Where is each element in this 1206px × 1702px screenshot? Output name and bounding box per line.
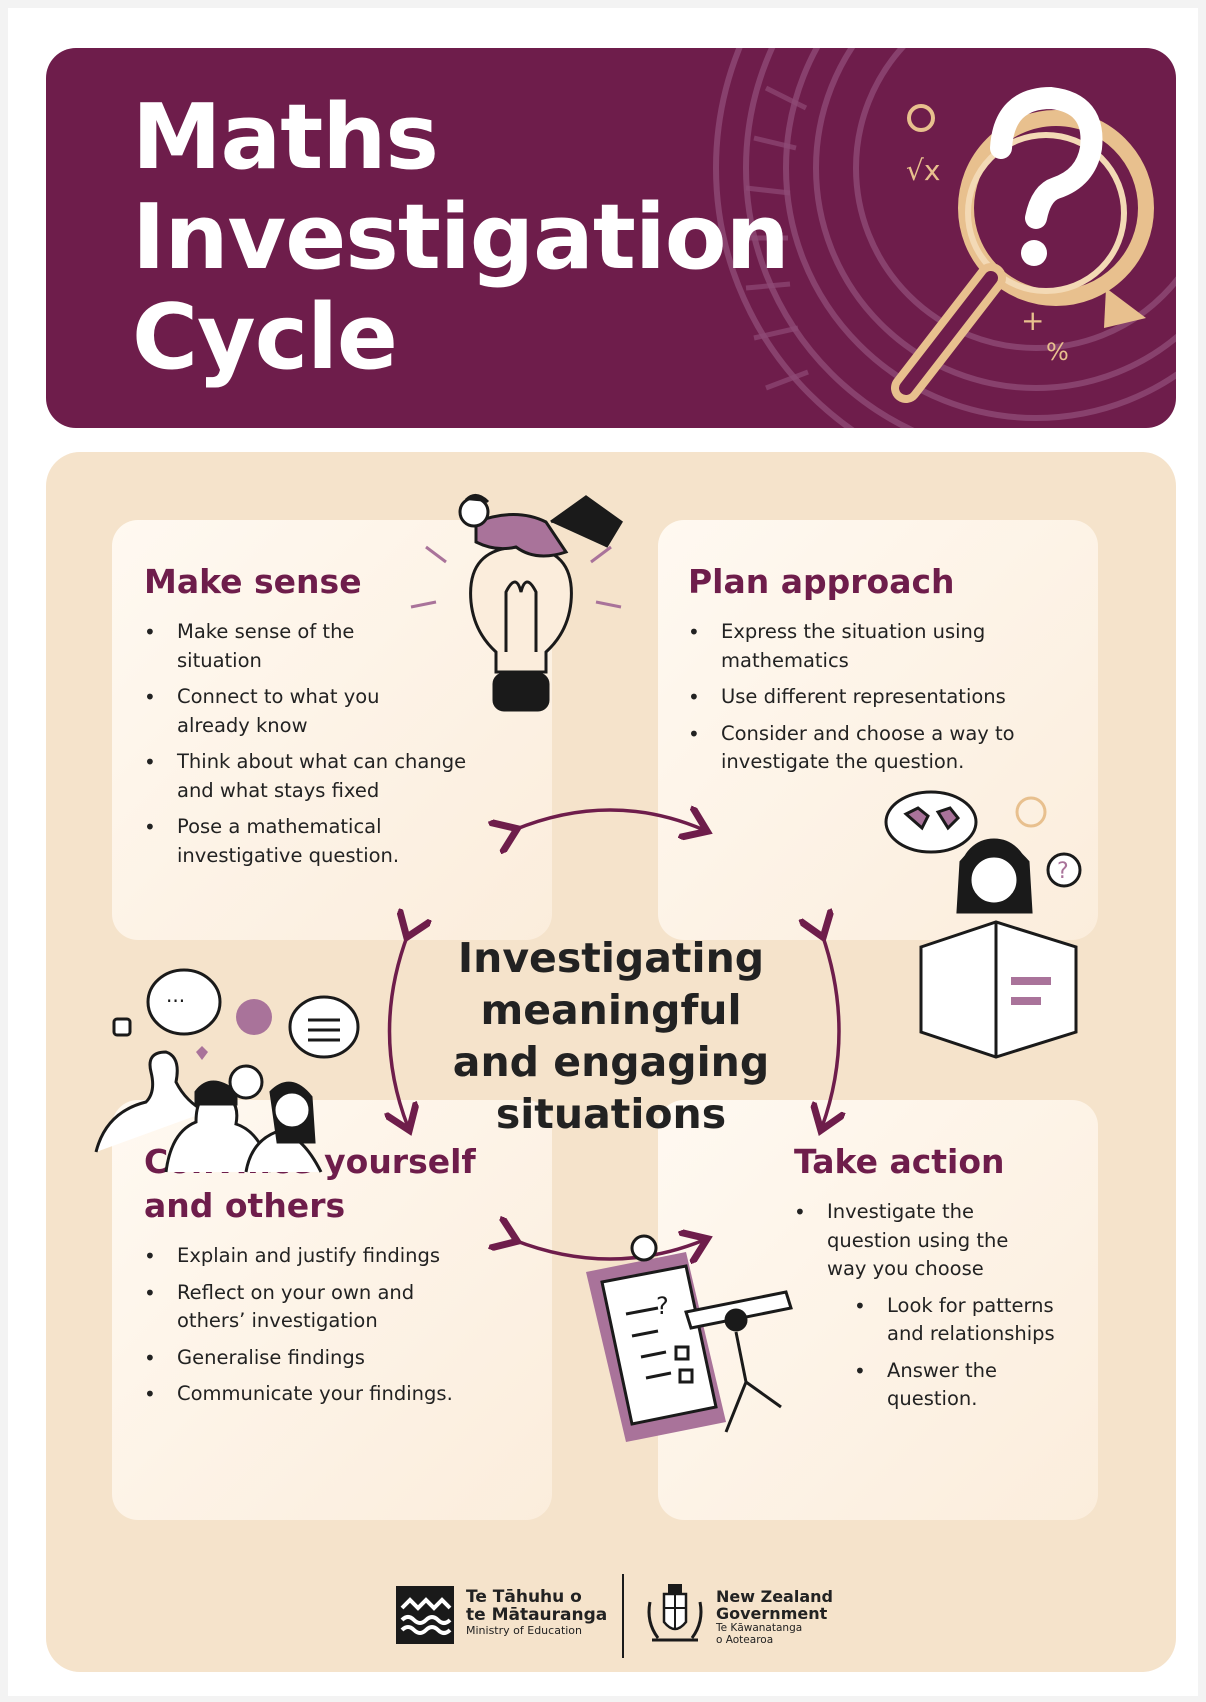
convince-heading-line-1: Convince yourself — [144, 1142, 476, 1181]
moe-english-name: Ministry of Education — [466, 1624, 583, 1637]
nzgov-name-line-1: New Zealand — [716, 1587, 833, 1606]
convince-heading: Convince yourself and others — [144, 1140, 522, 1228]
plan-approach-list: Express the situation using mathematics … — [688, 618, 1068, 777]
svg-text:%: % — [1046, 338, 1069, 366]
moe-name-line-2: te Mātauranga — [466, 1605, 608, 1625]
sub-list-item: Answer the question. — [854, 1357, 1027, 1414]
card-take-action: Take action Investigate the question usi… — [658, 1100, 1098, 1520]
centre-line-1: Investigating — [457, 934, 765, 982]
card-convince: Convince yourself and others Explain and… — [112, 1100, 552, 1520]
nzgov-maori-line-2: o Aotearoa — [716, 1634, 774, 1646]
list-item: Connect to what you already know — [144, 683, 397, 740]
list-item: Investigate the question using the way y… — [794, 1198, 1052, 1284]
centre-line-3: and engaging — [452, 1038, 770, 1086]
footer-divider — [622, 1574, 624, 1658]
magnifying-glass-icon: √x + % — [891, 86, 1154, 403]
centre-line-4: situations — [495, 1090, 727, 1138]
svg-text:···: ··· — [166, 989, 185, 1013]
make-sense-heading: Make sense — [144, 562, 362, 601]
nz-government-name: New Zealand Government Te Kāwanatanga o … — [716, 1588, 833, 1646]
list-item: Use different representations — [688, 683, 1061, 712]
list-item: Generalise findings — [144, 1344, 507, 1373]
list-item: Consider and choose a way to investigate… — [688, 720, 1061, 777]
footer-logos: Te Tāhuhu o te Mātauranga Ministry of Ed… — [396, 1574, 896, 1658]
take-action-heading: Take action — [794, 1142, 1005, 1181]
arrow-right — [822, 934, 839, 1127]
plan-approach-heading: Plan approach — [688, 562, 955, 601]
take-action-list: Investigate the question using the way y… — [794, 1198, 1078, 1414]
moe-name-line-1: Te Tāhuhu o — [466, 1587, 582, 1607]
list-item: Communicate your findings. — [144, 1380, 507, 1409]
arrow-left — [390, 934, 409, 1127]
nzgov-maori-line-1: Te Kāwanatanga — [716, 1622, 803, 1634]
card-plan-approach: Plan approach Express the situation usin… — [658, 520, 1098, 940]
make-sense-list: Make sense of the situation Connect to w… — [144, 618, 522, 870]
ministry-of-education-logo — [396, 1586, 454, 1644]
convince-list: Explain and justify findings Reflect on … — [144, 1242, 522, 1409]
list-item: Reflect on your own and others’ investig… — [144, 1279, 447, 1336]
list-item: Think about what can change and what sta… — [144, 748, 487, 805]
koru-pattern-decoration — [713, 48, 1176, 428]
cycle-panel: Make sense Make sense of the situation C… — [46, 452, 1176, 1672]
nz-coat-of-arms-icon — [647, 1584, 703, 1642]
centre-statement: Investigating meaningful and engaging si… — [436, 932, 786, 1140]
sub-list-item: Look for patterns and relationships — [854, 1292, 1057, 1349]
title-line-3: Cycle — [132, 285, 398, 390]
poster: √x + % Maths Investigation Cycle Make se… — [8, 8, 1198, 1696]
title-line-1: Maths — [132, 85, 439, 190]
list-item: Explain and justify findings — [144, 1242, 507, 1271]
nzgov-name-line-2: Government — [716, 1604, 828, 1623]
list-item: Express the situation using mathematics — [688, 618, 1021, 675]
svg-text:+: + — [1021, 304, 1044, 337]
card-make-sense: Make sense Make sense of the situation C… — [112, 520, 552, 940]
page-title: Maths Investigation Cycle — [132, 85, 790, 390]
convince-heading-line-2: and others — [144, 1186, 346, 1225]
title-line-2: Investigation — [132, 185, 790, 290]
svg-text:√x: √x — [906, 154, 940, 187]
list-item: Pose a mathematical investigative questi… — [144, 813, 407, 870]
centre-line-2: meaningful — [480, 986, 742, 1034]
title-banner: √x + % Maths Investigation Cycle — [46, 48, 1176, 428]
moe-wave-icon — [400, 1597, 452, 1635]
ministry-of-education-name: Te Tāhuhu o te Mātauranga Ministry of Ed… — [466, 1588, 607, 1638]
list-item: Make sense of the situation — [144, 618, 357, 675]
